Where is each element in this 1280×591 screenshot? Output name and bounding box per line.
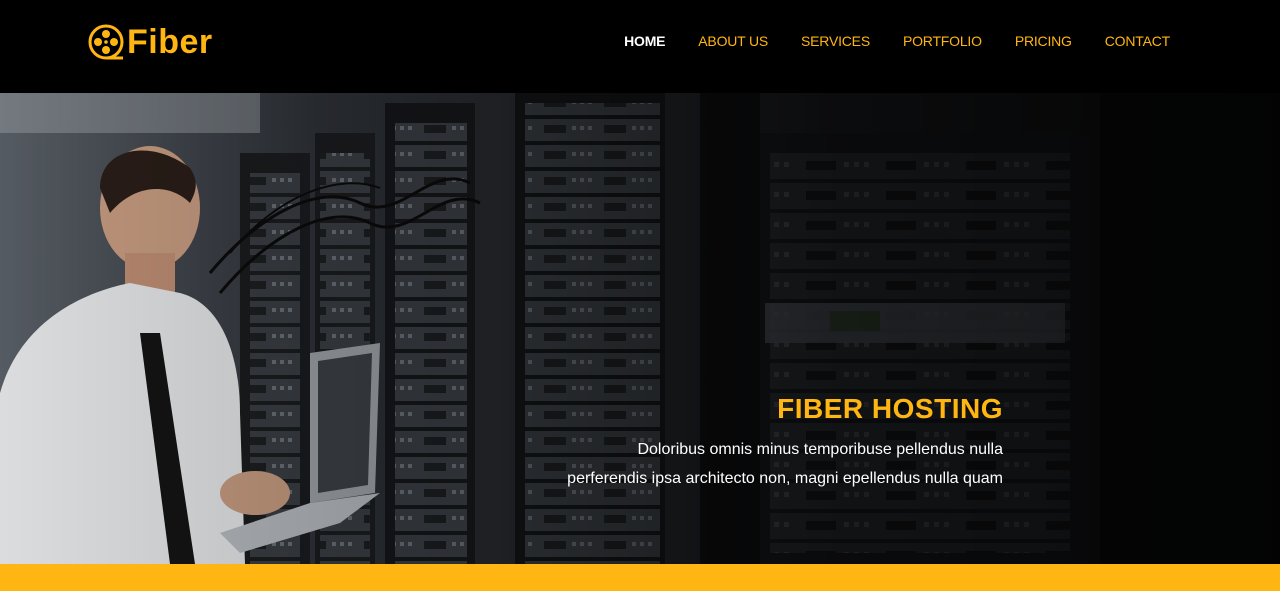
nav-item-services: SERVICES — [801, 33, 870, 51]
hero-description-line-1: Doloribus omnis minus temporibuse pellen… — [637, 441, 1003, 458]
nav-item-pricing: PRICING — [1015, 33, 1072, 51]
nav-link-portfolio[interactable]: PORTFOLIO — [902, 33, 982, 49]
hero-description: Doloribus omnis minus temporibuse pellen… — [483, 435, 1003, 493]
nav-link-pricing[interactable]: PRICING — [1014, 33, 1072, 49]
film-reel-icon — [88, 24, 124, 60]
hero-overlay — [0, 93, 1280, 564]
nav-link-about[interactable]: ABOUT US — [698, 33, 769, 49]
brand-name: Fiber — [127, 23, 213, 61]
navbar: Fiber HOME ABOUT US SERVICES PORTFOLIO P… — [0, 0, 1280, 93]
hero-caption: FIBER HOSTING Doloribus omnis minus temp… — [483, 393, 1003, 493]
main-nav: HOME ABOUT US SERVICES PORTFOLIO PRICING… — [624, 33, 1170, 51]
nav-link-home[interactable]: HOME — [624, 33, 666, 49]
brand-logo[interactable]: Fiber — [88, 22, 213, 62]
nav-item-about: ABOUT US — [698, 33, 768, 51]
nav-item-portfolio: PORTFOLIO — [903, 33, 982, 51]
hero-slider: FIBER HOSTING Doloribus omnis minus temp… — [0, 93, 1280, 564]
nav-link-contact[interactable]: CONTACT — [1104, 33, 1170, 49]
nav-item-home: HOME — [624, 33, 665, 51]
hero-description-line-2: perferendis ipsa architecto non, magni e… — [567, 470, 1003, 487]
accent-bar — [0, 564, 1280, 591]
nav-item-contact: CONTACT — [1105, 33, 1170, 51]
nav-link-services[interactable]: SERVICES — [801, 33, 870, 49]
hero-title: FIBER HOSTING — [777, 393, 1003, 424]
